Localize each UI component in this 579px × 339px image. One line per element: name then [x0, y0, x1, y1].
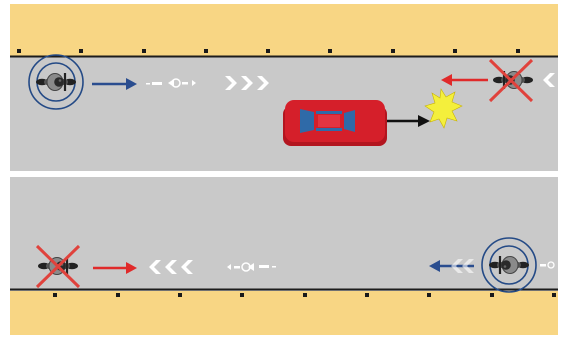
kerb-post	[516, 49, 520, 53]
kerb-post	[116, 293, 120, 297]
kerb-post	[391, 49, 395, 53]
kerb-post	[303, 293, 307, 297]
upper-sidewalk	[10, 4, 558, 56]
kerb-post	[79, 49, 83, 53]
kerb-post	[204, 49, 208, 53]
kerb-post	[453, 49, 457, 53]
kerb-post	[365, 293, 369, 297]
lower-sidewalk	[10, 291, 558, 335]
kerb-post	[17, 49, 21, 53]
lower-right-rider	[482, 238, 536, 292]
kerb-post	[240, 293, 244, 297]
kerb-post	[490, 293, 494, 297]
center-line	[10, 171, 558, 177]
kerb-post	[53, 293, 57, 297]
upper-left-rider	[29, 55, 83, 109]
kerb-post	[142, 49, 146, 53]
kerb-post	[427, 293, 431, 297]
kerb-post	[266, 49, 270, 53]
kerb-post	[552, 293, 556, 297]
kerb-post	[328, 49, 332, 53]
kerb-post	[178, 293, 182, 297]
car	[283, 100, 387, 146]
